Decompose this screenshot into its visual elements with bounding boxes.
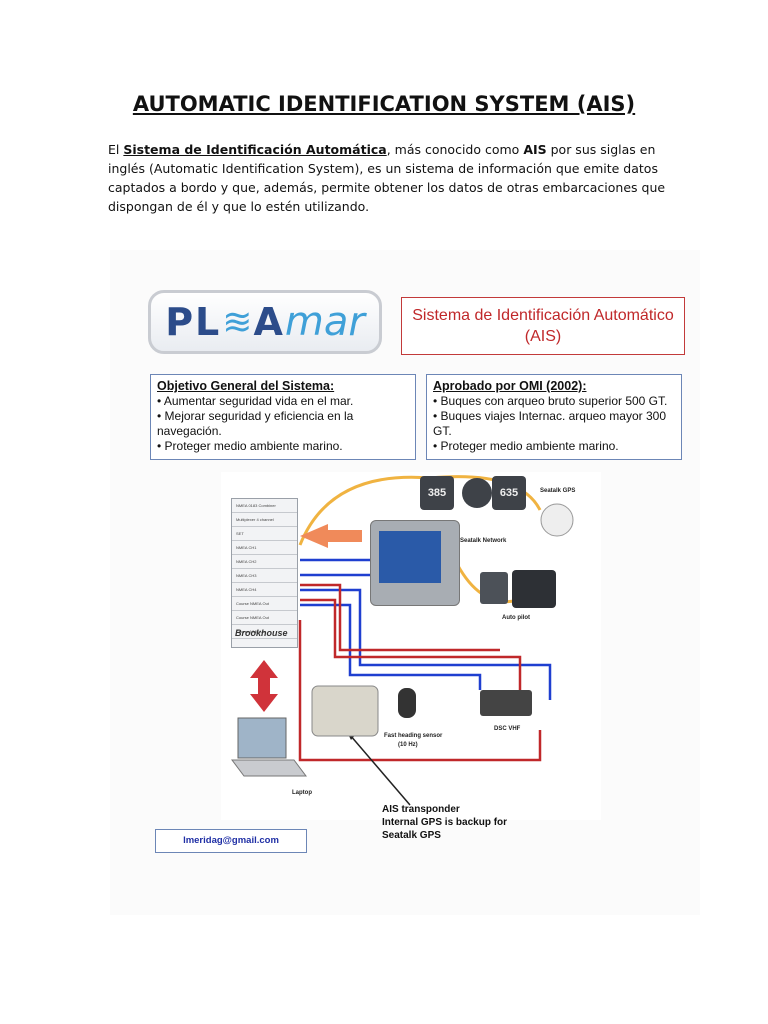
instrument-display-1: 385 [420,476,454,510]
objective-heading: Objetivo General del Sistema: [157,379,335,393]
red-double-arrow-icon [250,660,278,712]
system-title-box: Sistema de Identificación Automático (AI… [401,297,685,355]
label-seatalk-network: Seatalk Network [460,538,507,544]
objective-item: • Mejorar seguridad y eficiencia en la n… [157,409,354,438]
mux-row: NMEA CH2 [232,555,297,569]
page-title: AUTOMATIC IDENTIFICATION SYSTEM (AIS) [132,92,636,116]
instrument-display-2: 635 [492,476,526,510]
objective-item: • Proteger medio ambiente marino. [157,439,343,453]
ais-transponder-icon [311,685,379,737]
intro-mid: , más conocido como [386,142,524,157]
blue-link-4 [300,603,482,690]
mux-row: Multiplexer 4 channel [232,513,297,527]
mux-brand: Brookhouse [235,628,288,638]
approved-box: Aprobado por OMI (2002): • Buques con ar… [426,374,682,460]
intro-paragraph: El Sistema de Identificación Automática,… [108,140,668,216]
objective-item: • Aumentar seguridad vida en el mar. [157,394,354,408]
logo-wave-icon: ≋ [222,301,253,343]
mux-row: NMEA CH1 [232,541,297,555]
approved-item: • Proteger medio ambiente marino. [433,439,619,453]
laptop-screen-icon [237,717,287,759]
intro-prefix: El [108,142,124,157]
instrument-dial-icon [462,478,492,508]
red-link-3 [298,620,542,762]
autopilot-unit-icon [512,570,556,608]
autopilot-display-icon [480,572,508,604]
vhf-radio-icon [480,690,532,716]
mux-row: Course NMEA Out [232,611,297,625]
label-laptop: Laptop [292,790,312,796]
laptop-base-icon [231,759,307,777]
heading-sensor-icon [398,688,416,718]
approved-item: • Buques con arqueo bruto superior 500 G… [433,394,668,408]
mux-row: Course NMEA Out [232,597,297,611]
plotter-screen [379,531,441,583]
intro-rest: por sus siglas en inglés (Automatic Iden… [108,142,666,214]
intro-acronym: AIS [523,142,547,157]
logo-pl: PL [165,300,222,344]
label-auto-pilot: Auto pilot [502,615,530,621]
approved-heading: Aprobado por OMI (2002): [433,379,587,393]
mux-row: NMEA CH4 [232,583,297,597]
mux-row: NMEA CH3 [232,569,297,583]
mux-row: SET [232,527,297,541]
email-box: lmeridag@gmail.com [155,829,307,853]
chart-plotter [370,520,460,606]
label-heading-sensor: Fast heading sensor [384,733,443,739]
multiplexer: NMEA 0183 Combiner Multiplexer 4 channel… [231,498,298,648]
ais-pointer [349,734,411,806]
system-title-line2: (AIS) [524,328,562,345]
red-link-2 [300,598,522,690]
red-link-1 [300,583,500,652]
blue-link-3 [300,588,552,700]
label-heading-hz: (10 Hz) [398,742,418,748]
ais-note-line: Seatalk GPS [382,830,441,841]
ais-note-line: Internal GPS is backup for [382,817,508,828]
seatalk-gps-icon [540,503,574,537]
ais-note-line: AIS transponder [382,804,460,815]
label-seatalk-gps: Seatalk GPS [540,488,576,494]
approved-item: • Buques viajes Internac. arqueo mayor 3… [433,409,667,438]
intro-term: Sistema de Identificación Automática [123,142,387,157]
mux-row: NMEA 0183 Combiner [232,499,297,513]
ais-note: AIS transponder Internal GPS is backup f… [382,803,507,842]
objective-box: Objetivo General del Sistema: • Aumentar… [150,374,416,460]
logo-mar: mar [284,299,365,345]
system-title-line1: Sistema de Identificación Automático [412,307,674,324]
label-dsc-vhf: DSC VHF [494,726,521,732]
logo-a: A [253,300,285,344]
mux-row: Course NMEA In [232,625,297,639]
orange-arrow-icon [300,524,362,548]
